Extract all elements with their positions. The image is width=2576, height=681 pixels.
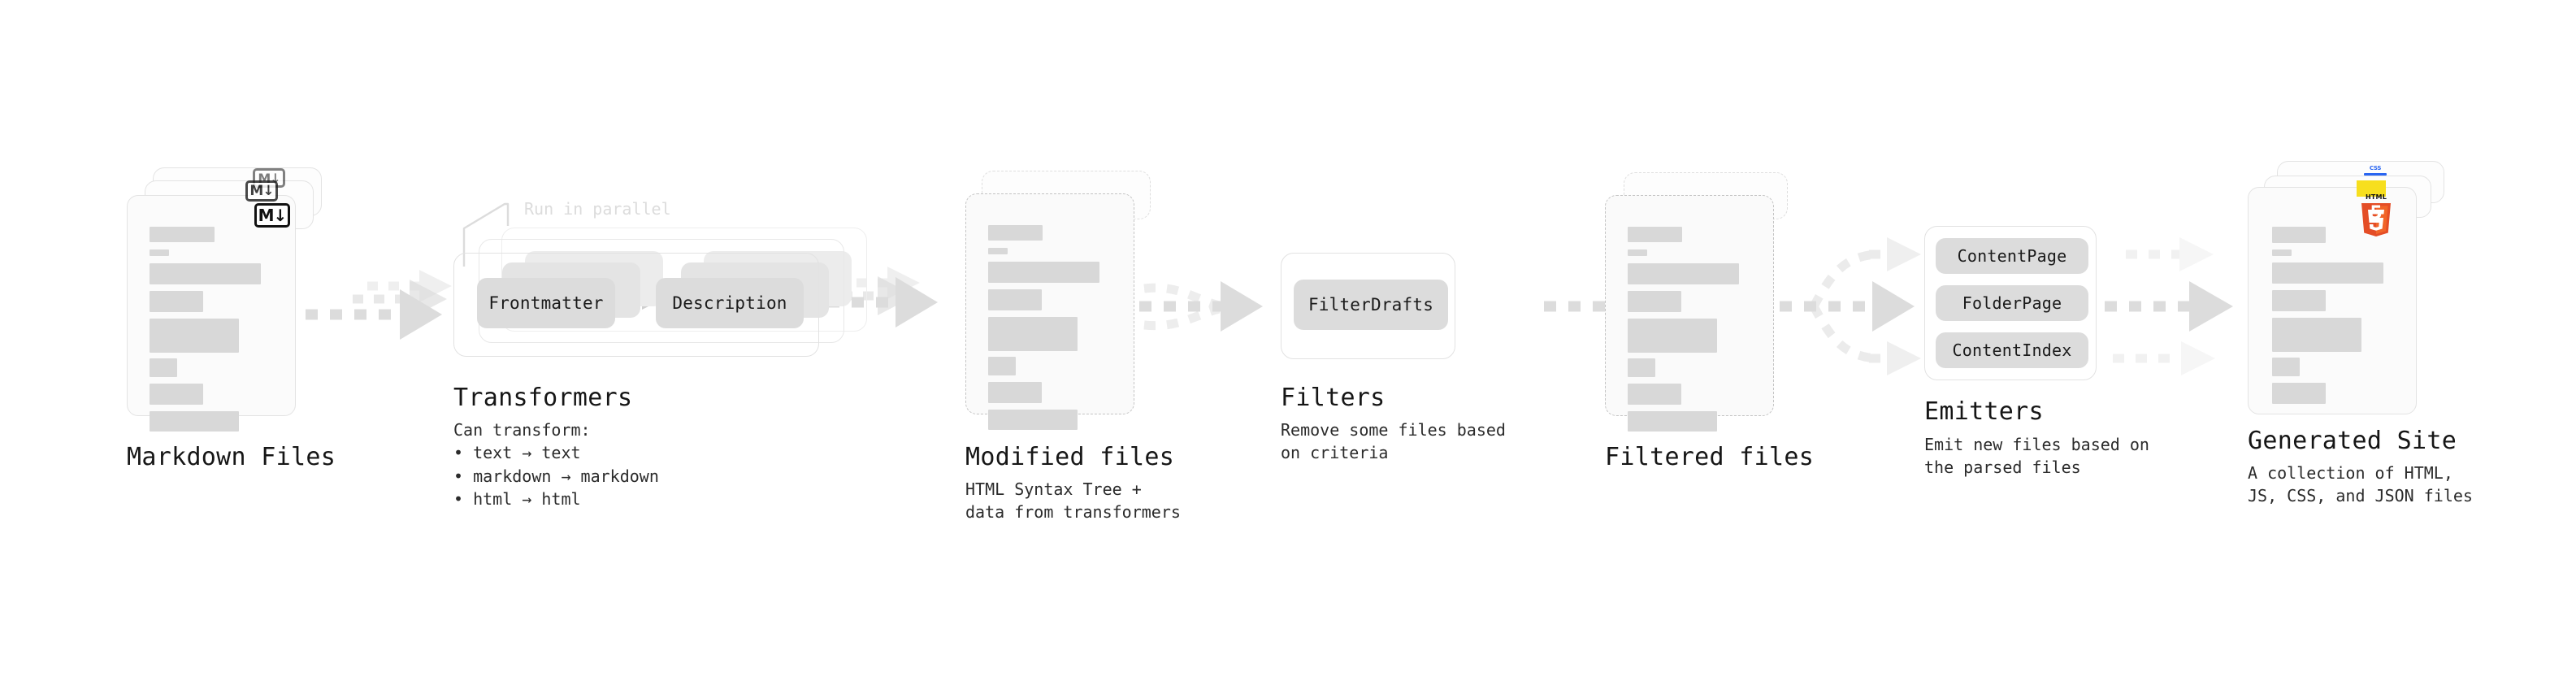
run-in-parallel-label: Run in parallel xyxy=(524,199,671,219)
html5-icon-digit: 5 xyxy=(2370,203,2383,223)
stage-title-markdown-files: Markdown Files xyxy=(127,443,336,471)
markdown-icon-back-1: M↓ xyxy=(245,180,278,202)
stage-desc-transformers: Can transform: • text → text • markdown … xyxy=(453,420,659,510)
transformer-node-frontmatter[interactable]: Frontmatter xyxy=(477,278,615,328)
stage-title-filtered-files: Filtered files xyxy=(1605,443,1815,471)
stage-desc-generated-site: A collection of HTML, JS, CSS, and JSON … xyxy=(2248,463,2473,506)
html5-icon: HTML 5 xyxy=(2358,193,2394,239)
css3-icon: CSS xyxy=(2364,165,2387,178)
filter-node-filterdrafts[interactable]: FilterDrafts xyxy=(1294,280,1448,330)
emitter-node-contentpage[interactable]: ContentPage xyxy=(1936,238,2088,274)
run-in-parallel-bracket xyxy=(462,202,510,267)
html5-icon-label: HTML xyxy=(2365,193,2387,201)
filters-card: FilterDrafts xyxy=(1281,253,1455,359)
markdown-doc-front xyxy=(127,195,296,432)
stage-title-emitters: Emitters xyxy=(1924,397,2044,426)
arrow-emitters-to-site xyxy=(2105,237,2233,375)
site-doc-front xyxy=(2248,187,2417,414)
emitters-card: ContentPage FolderPage ContentIndex xyxy=(1924,226,2097,380)
emitter-node-contentindex[interactable]: ContentIndex xyxy=(1936,332,2088,368)
stage-title-transformers: Transformers xyxy=(453,384,633,412)
js-icon xyxy=(2357,180,2386,197)
transformer-card-front: Frontmatter Description xyxy=(453,253,819,357)
css3-icon-label: CSS xyxy=(2369,165,2382,171)
emitter-node-folderpage[interactable]: FolderPage xyxy=(1936,285,2088,321)
stage-title-generated-site: Generated Site xyxy=(2248,427,2457,455)
arrow-modified-to-filters xyxy=(1139,281,1263,332)
stage-title-modified-files: Modified files xyxy=(965,443,1175,471)
arrow-transformers-to-modified xyxy=(821,267,938,327)
modified-doc-front xyxy=(965,193,1134,430)
arrow-markdown-to-transformers xyxy=(306,270,452,340)
filtered-doc-front xyxy=(1605,195,1774,432)
stage-desc-emitters: Emit new files based on the parsed files xyxy=(1924,435,2149,478)
transformer-node-description[interactable]: Description xyxy=(656,278,804,328)
stage-desc-filters: Remove some files based on criteria xyxy=(1281,420,1506,463)
markdown-icon: M↓ xyxy=(254,203,290,228)
arrow-filtered-to-emitters xyxy=(1780,237,1921,375)
stage-desc-modified-files: HTML Syntax Tree + data from transformer… xyxy=(965,479,1181,523)
stage-title-filters: Filters xyxy=(1281,384,1386,412)
